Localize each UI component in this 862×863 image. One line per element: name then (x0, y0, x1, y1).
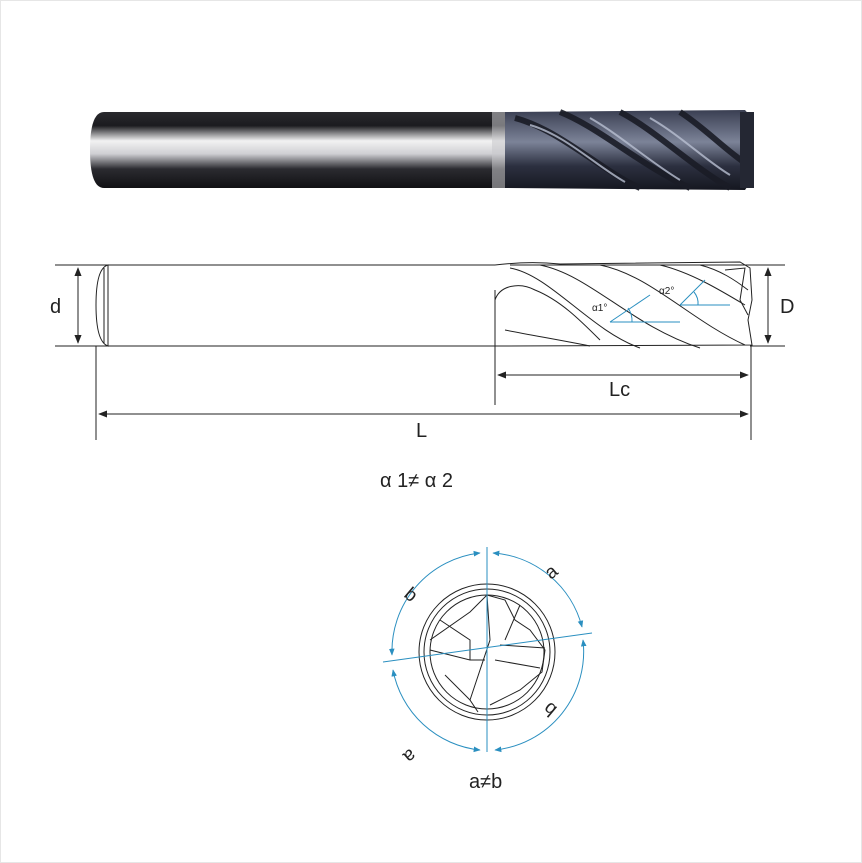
end-arc-b-bottom: b (540, 697, 562, 720)
end-view (382, 547, 593, 753)
end-mill-render (90, 109, 754, 191)
end-arc-a-bottom: a (398, 744, 420, 767)
overall-length-label: L (416, 420, 427, 442)
shank-diameter-label: d (50, 296, 61, 318)
cutting-diameter-label: D (780, 296, 794, 318)
helix-angle-2-label: α2° (659, 286, 674, 297)
end-arc-a-top: a (541, 561, 563, 584)
cutting-length-label: Lc (609, 379, 630, 401)
helix-angle-indicators (609, 279, 730, 323)
helix-angle-1-label: α1° (592, 303, 607, 314)
helix-relation-label: α 1≠ α 2 (380, 470, 453, 492)
technical-drawing (55, 261, 785, 440)
end-arc-b-top: b (400, 584, 422, 607)
end-relation-label: a≠b (469, 771, 502, 793)
